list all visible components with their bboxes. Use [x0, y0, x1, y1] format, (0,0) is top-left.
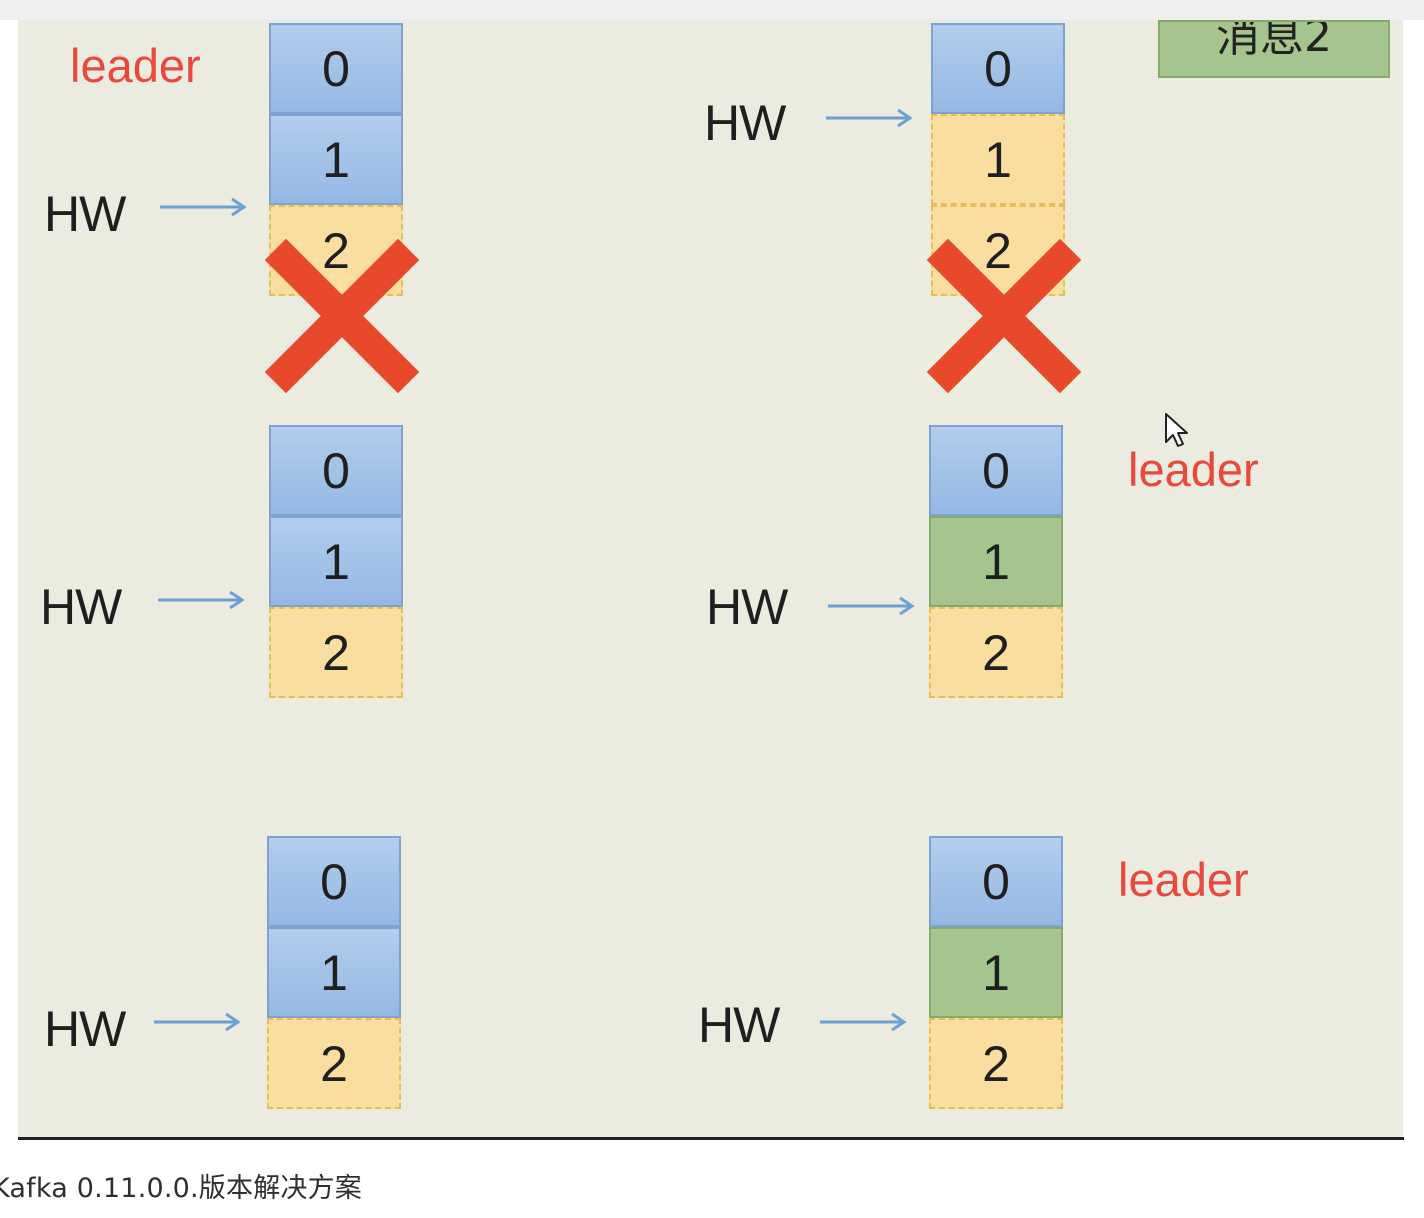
- log-cell-2: 2: [929, 1018, 1063, 1109]
- leader-label-1: leader: [70, 39, 201, 92]
- bottom-rule: [18, 1137, 1404, 1140]
- log-cell-0: 0: [267, 836, 401, 927]
- hw-arrow-5: [154, 1012, 241, 1032]
- hw-label-1: HW: [44, 186, 126, 242]
- log-cell-0: 0: [929, 836, 1063, 927]
- log-stack-3: 0 1 2: [269, 425, 403, 698]
- hw-arrow-4: [828, 596, 915, 616]
- log-cell-0: 0: [931, 23, 1065, 114]
- log-cell-1: 1: [929, 516, 1063, 607]
- log-cell-1: 1: [929, 927, 1063, 1018]
- log-cell-0: 0: [269, 23, 403, 114]
- leader-label-4: leader: [1128, 443, 1259, 496]
- hw-label-6: HW: [698, 997, 780, 1053]
- hw-arrow-6: [820, 1012, 907, 1032]
- delete-cross-icon-1: [264, 238, 420, 394]
- message-tag: 消息2: [1158, 20, 1390, 78]
- figure-caption: Kafka 0.11.0.0.版本解决方案: [0, 1173, 362, 1204]
- log-cell-2: 2: [267, 1018, 401, 1109]
- log-cell-0: 0: [269, 425, 403, 516]
- hw-label-3: HW: [40, 579, 122, 635]
- log-stack-6: 0 1 2: [929, 836, 1063, 1109]
- delete-cross-icon-2: [926, 238, 1082, 394]
- diagram-slide: 消息2 leader HW 0 1 2 HW 0 1 2 HW 0 1 2 le…: [18, 20, 1403, 1138]
- hw-arrow-2: [826, 108, 913, 128]
- log-cell-2: 2: [929, 607, 1063, 698]
- leader-label-6: leader: [1118, 853, 1249, 906]
- top-bar: [0, 0, 1424, 20]
- message-tag-text: 消息2: [1216, 20, 1332, 62]
- log-cell-1: 1: [269, 516, 403, 607]
- log-cell-1: 1: [931, 114, 1065, 205]
- hw-arrow-3: [158, 590, 245, 610]
- log-cell-1: 1: [269, 114, 403, 205]
- hw-label-5: HW: [44, 1001, 126, 1057]
- hw-label-4: HW: [706, 579, 788, 635]
- log-cell-1: 1: [267, 927, 401, 1018]
- mouse-cursor-icon: [1165, 413, 1188, 447]
- log-cell-0: 0: [929, 425, 1063, 516]
- hw-label-2: HW: [704, 95, 786, 151]
- hw-arrow-1: [160, 197, 247, 217]
- log-stack-4: 0 1 2: [929, 425, 1063, 698]
- log-cell-2: 2: [269, 607, 403, 698]
- log-stack-5: 0 1 2: [267, 836, 401, 1109]
